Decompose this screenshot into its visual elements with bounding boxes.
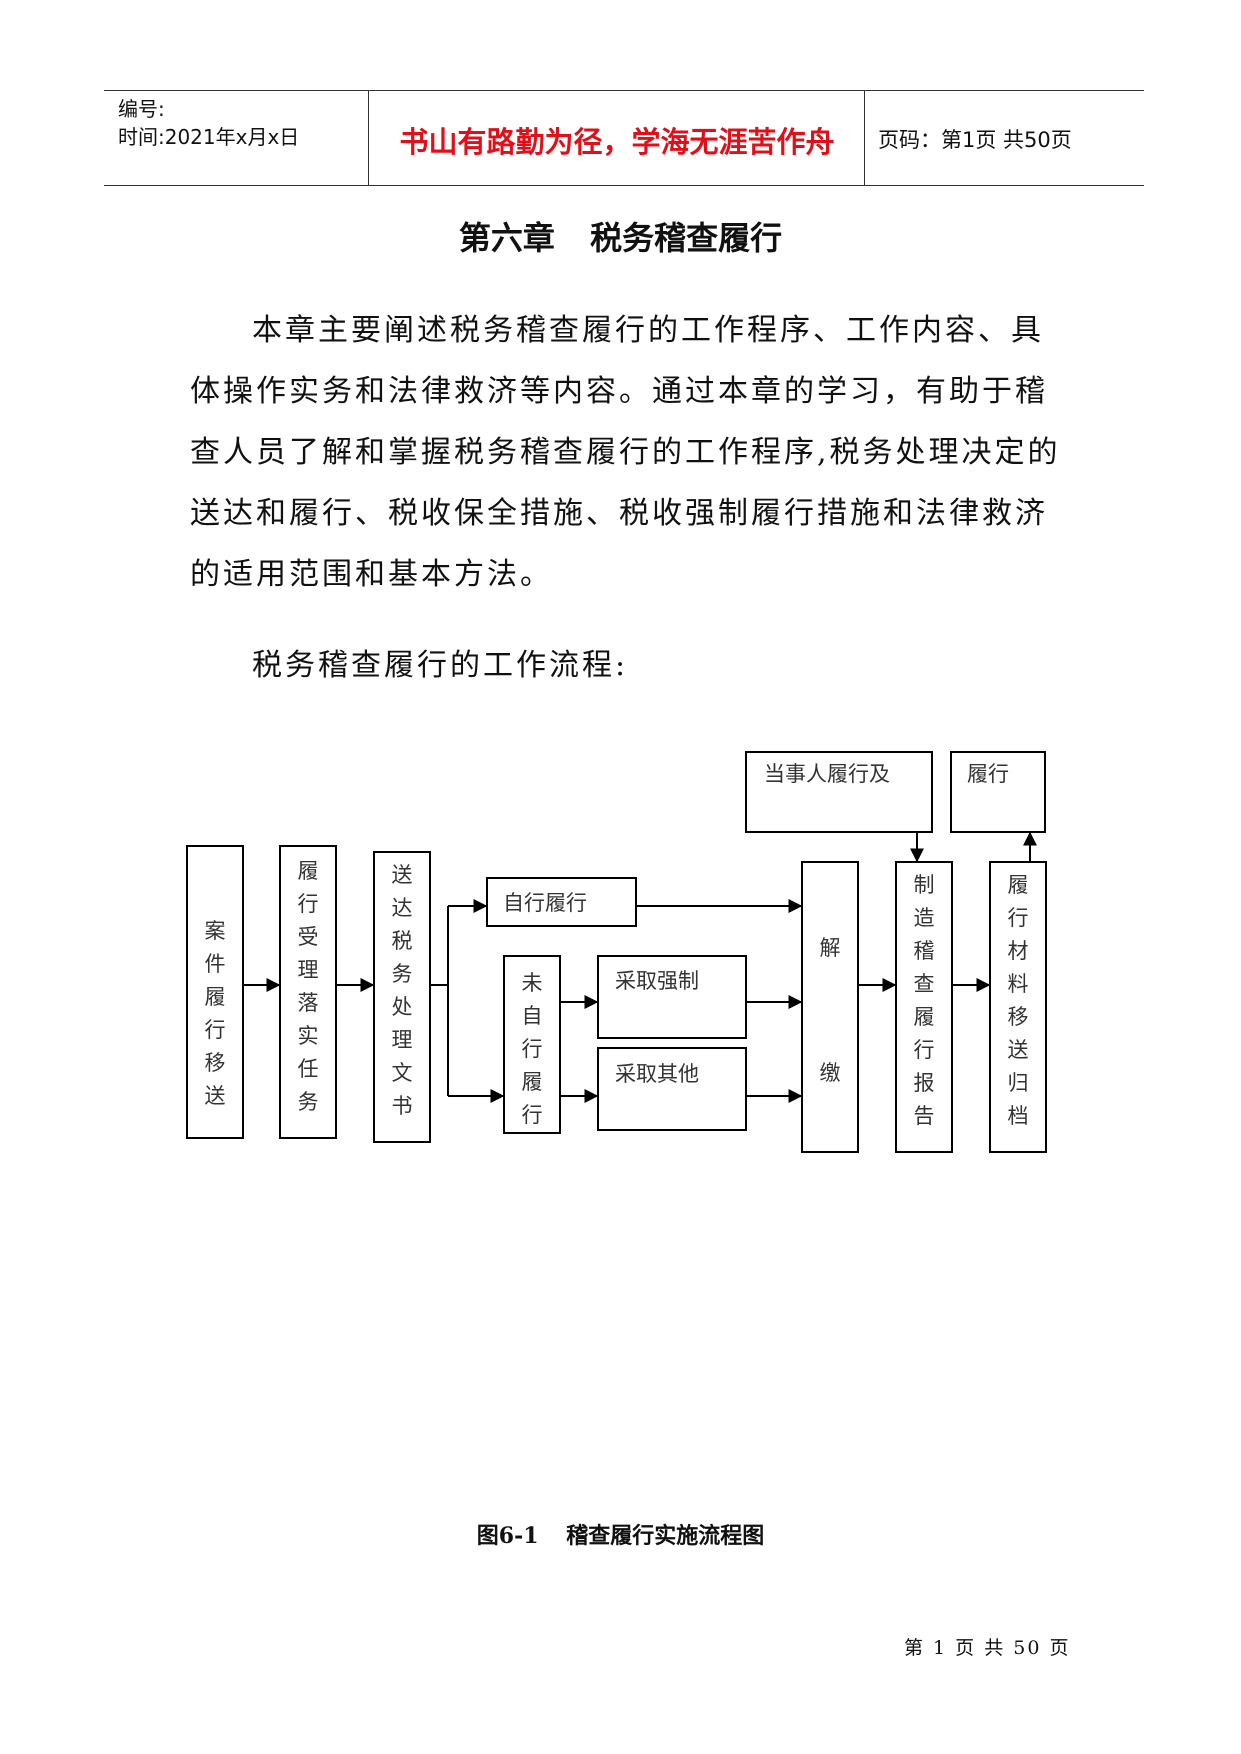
flow-intro: 税务稽查履行的工作流程: — [252, 648, 629, 683]
box-serve-docs — [373, 851, 431, 1143]
box-make-report — [895, 861, 953, 1153]
header-table: 编号: 时间:2021年x月x日 书山有路勤为径，学海无涯苦作舟 页码：第1页 … — [104, 90, 1144, 186]
text-serve-docs: 送达税务处理文书 — [392, 863, 413, 1118]
box-archive — [989, 861, 1047, 1153]
header-right-cell: 页码：第1页 共50页 — [866, 91, 1144, 185]
box-accept-task — [279, 845, 337, 1139]
time-label: 时间:2021年x月x日 — [118, 125, 300, 149]
text-perform: 履行 — [967, 762, 1009, 786]
figure-title: 稽查履行实施流程图 — [566, 1523, 765, 1549]
box-perform — [950, 751, 1046, 833]
text-archive: 履行材料移送归档 — [1008, 873, 1029, 1128]
figure-caption: 图6-1 稽查履行实施流程图 — [0, 1518, 1241, 1550]
motto: 书山有路勤为径，学海无涯苦作舟 — [399, 125, 835, 159]
box-case-transfer — [186, 845, 244, 1139]
chapter-heading: 第六章 税务稽查履行 — [0, 213, 1241, 259]
text-take-forced: 采取强制 — [615, 969, 699, 993]
header-left-cell: 编号: 时间:2021年x月x日 — [104, 91, 369, 185]
text-accept-task: 履行受理落实任务 — [298, 859, 319, 1114]
box-pay — [801, 861, 859, 1153]
text-party-perform: 当事人履行及 — [764, 762, 890, 786]
text-self-perform: 自行履行 — [503, 891, 587, 915]
text-case-transfer: 案件履行移送 — [205, 919, 226, 1108]
text-make-report: 制造稽查履行报告 — [914, 873, 935, 1128]
box-take-other — [597, 1047, 747, 1131]
text-pay: 解缴 — [820, 936, 841, 1085]
serial-number-label: 编号: — [118, 97, 165, 121]
box-party-perform — [745, 751, 933, 833]
page-footer: 第 1 页 共 50 页 — [904, 1637, 1071, 1659]
chapter-title: 税务稽查履行 — [590, 219, 783, 257]
chapter-number: 第六章 — [458, 219, 555, 257]
figure-label: 图6-1 — [476, 1523, 539, 1549]
header-middle-cell: 书山有路勤为径，学海无涯苦作舟 — [370, 91, 865, 185]
text-not-self-perform: 未自行履行 — [522, 971, 543, 1127]
page-info: 页码：第1页 共50页 — [878, 128, 1072, 152]
intro-paragraph: 本章主要阐述税务稽查履行的工作程序、工作内容、具体操作实务和法律救济等内容。通过… — [190, 313, 1061, 592]
text-take-other: 采取其他 — [615, 1062, 699, 1086]
box-not-self-perform — [503, 955, 561, 1134]
